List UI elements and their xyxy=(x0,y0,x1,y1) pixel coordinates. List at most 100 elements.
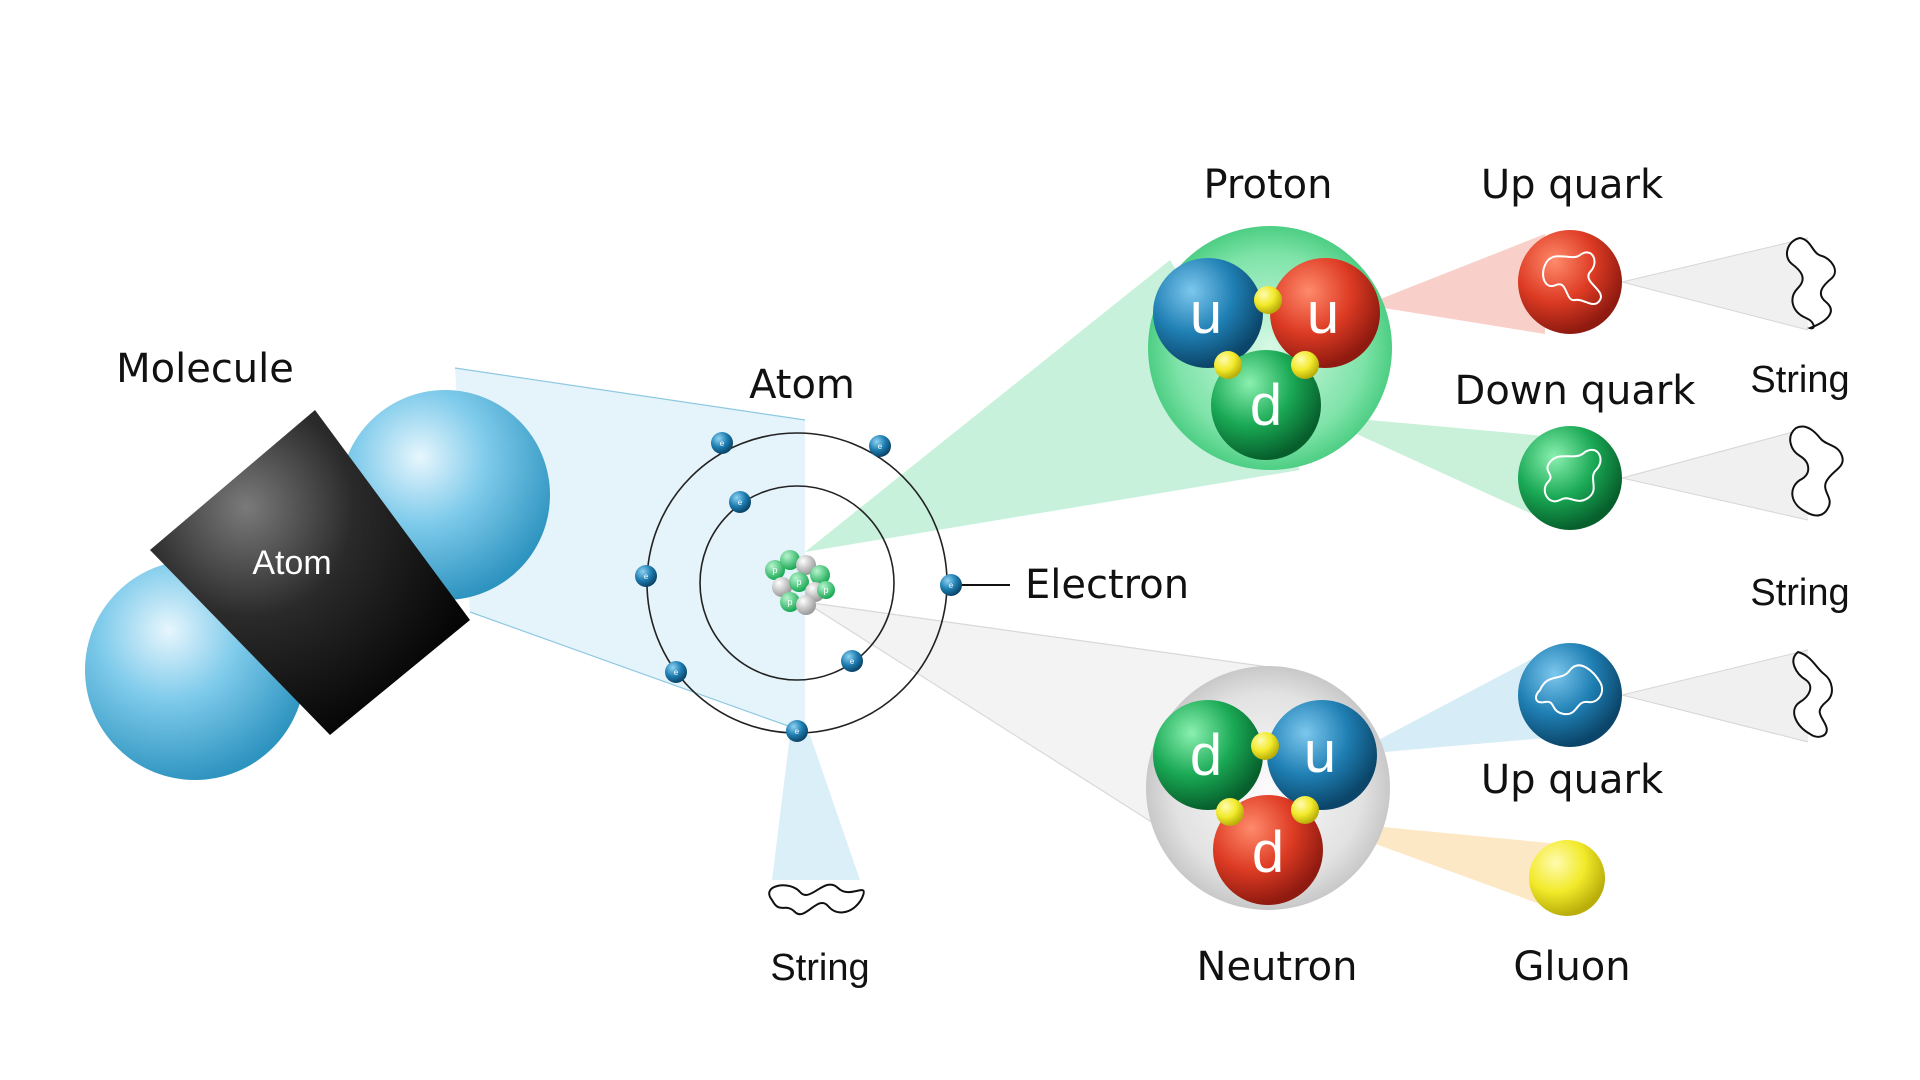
beam-string-3 xyxy=(1622,650,1808,742)
electron-symbol: e xyxy=(738,498,743,507)
proton-quark-letter: u xyxy=(1307,281,1339,346)
beam-string-1 xyxy=(1622,238,1808,330)
electron xyxy=(786,720,808,742)
up-quark-top-label: Up quark xyxy=(1481,162,1664,208)
beam-electron-to-string xyxy=(772,735,860,880)
gluon-sphere xyxy=(1529,840,1605,916)
string-icon xyxy=(1785,236,1836,330)
beam-upquark-blue xyxy=(1350,652,1545,755)
string-electron-icon xyxy=(768,883,865,916)
beam-molecule-edge-bottom xyxy=(469,611,806,733)
proton-quark-letter: d xyxy=(1250,373,1282,438)
beam-upquark-red xyxy=(1365,234,1545,334)
electron-symbol: e xyxy=(644,572,649,581)
beam-string-3-edge-top xyxy=(1621,649,1809,696)
neutron-quark-letter: d xyxy=(1252,820,1284,885)
molecule-atom-label: Atom xyxy=(252,544,331,582)
nucleon xyxy=(796,595,816,615)
electron-symbol: e xyxy=(878,442,883,451)
up-quark-red-sphere xyxy=(1518,230,1622,334)
molecule-label: Molecule xyxy=(116,346,294,392)
electron xyxy=(635,565,657,587)
string-in-quark-icon xyxy=(1542,251,1602,305)
electron-symbol: e xyxy=(720,439,725,448)
proton-label: Proton xyxy=(1204,162,1333,208)
string-electron-label: String xyxy=(770,947,869,989)
electron-label: Electron xyxy=(1025,562,1189,608)
nucleon xyxy=(780,592,800,612)
string-in-quark-icon xyxy=(1543,449,1602,503)
electron-symbol: e xyxy=(674,668,679,677)
proton-gluon xyxy=(1214,351,1242,379)
neutron-gluon xyxy=(1251,732,1279,760)
down-quark-label: Down quark xyxy=(1455,368,1697,414)
electron xyxy=(711,432,733,454)
beam-downquark-green xyxy=(1315,415,1545,520)
up-quark-bottom-label: Up quark xyxy=(1481,757,1664,803)
proton-quark-letter: u xyxy=(1190,281,1222,346)
beam-string-1-edge-top xyxy=(1621,237,1809,283)
neutron-quark-up xyxy=(1267,700,1377,810)
proton-symbol: p xyxy=(772,565,777,575)
nucleon xyxy=(772,577,792,597)
down-quark-green xyxy=(1518,426,1622,530)
neutron-quark-letter: d xyxy=(1190,723,1222,788)
molecule-atom-center xyxy=(150,410,470,735)
neutron-quark-down-left xyxy=(1153,700,1263,810)
beam-string-1-edge-bottom xyxy=(1621,281,1809,331)
gluon xyxy=(1529,840,1605,916)
beam-string-2-edge-bottom xyxy=(1621,477,1809,521)
nucleon xyxy=(817,581,835,599)
proton: u u d xyxy=(1148,226,1392,470)
electron xyxy=(665,661,687,683)
nucleus: p p p p xyxy=(765,550,835,615)
electron xyxy=(841,650,863,672)
proton-quark-up-right xyxy=(1270,258,1380,368)
electron-symbol: e xyxy=(795,727,800,736)
nucleon xyxy=(789,572,809,592)
electron xyxy=(729,491,751,513)
proton-symbol: p xyxy=(796,577,801,587)
proton-symbol: p xyxy=(823,585,828,595)
neutron-label: Neutron xyxy=(1197,944,1358,990)
proton-gluon xyxy=(1291,351,1319,379)
electron xyxy=(869,435,891,457)
proton-gluon xyxy=(1254,286,1282,314)
string-icon xyxy=(1789,425,1844,517)
down-quark-green-sphere xyxy=(1518,426,1622,530)
neutron-quark-letter: u xyxy=(1304,720,1336,785)
neutron-quark-down xyxy=(1213,795,1323,905)
proton-symbol: p xyxy=(787,597,792,607)
up-quark-blue-sphere xyxy=(1518,643,1622,747)
atom: p p p p e e e e e e e e xyxy=(635,432,1010,742)
neutron-gluon xyxy=(1216,798,1244,826)
beam-string-3-edge-bottom xyxy=(1621,694,1809,743)
proton-quark-down xyxy=(1211,350,1321,460)
beam-neutron-edge-top xyxy=(804,601,1291,671)
inner-orbit xyxy=(699,485,895,681)
nucleon xyxy=(810,565,830,585)
beam-molecule-edge-top xyxy=(454,367,806,421)
gluon-label: Gluon xyxy=(1513,944,1630,990)
nucleon xyxy=(780,550,800,570)
string-in-quark-icon xyxy=(1535,664,1604,716)
electron xyxy=(940,574,962,596)
atom-label: Atom xyxy=(749,362,855,408)
beam-neutron-edge-bottom xyxy=(804,601,1181,841)
neutron: d u d xyxy=(1146,666,1390,910)
beam-string-2-edge-top xyxy=(1621,427,1809,479)
neutron-gluon xyxy=(1291,796,1319,824)
beam-string-2 xyxy=(1622,428,1808,520)
nucleon xyxy=(765,560,785,580)
string-icon xyxy=(1792,650,1833,738)
electrons: e e e e e e e e xyxy=(635,432,962,742)
string-label-1: String xyxy=(1750,359,1849,401)
string-label-2: String xyxy=(1750,572,1849,614)
molecule: Atom xyxy=(85,390,550,780)
electron-symbol: e xyxy=(850,657,855,666)
proton-quark-up-left xyxy=(1153,258,1263,368)
electron-symbol: e xyxy=(949,581,954,590)
up-quark-red xyxy=(1518,230,1622,334)
up-quark-blue xyxy=(1518,643,1622,747)
nucleon xyxy=(796,555,816,575)
